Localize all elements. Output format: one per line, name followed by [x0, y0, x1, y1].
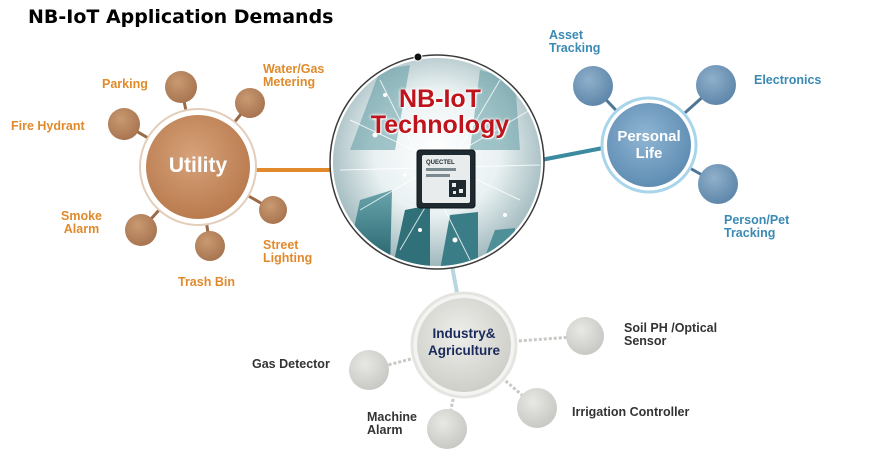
- label-smoke-line2: Alarm: [63, 222, 100, 236]
- center-title-line2: Technology: [370, 111, 510, 139]
- label-gas-detector: Gas Detector: [252, 357, 330, 371]
- trash-bin-node: [195, 231, 225, 261]
- personal-connector: [540, 146, 604, 162]
- label-parking: Parking: [102, 77, 148, 91]
- label-trash-bin: Trash Bin: [178, 275, 235, 289]
- gas-detector-node: [349, 350, 389, 390]
- label-machine-line2: Alarm: [367, 423, 403, 437]
- utility-hub: [146, 115, 250, 219]
- label-smoke-line1: Smoke: [61, 209, 102, 223]
- center-marker-dot: [413, 52, 423, 62]
- label-soil-line1: Soil PH /Optical: [624, 321, 718, 335]
- street-lighting-node: [259, 196, 287, 224]
- label-irrigation-controller: Irrigation Controller: [572, 405, 690, 419]
- utility-hub-label: Utility: [168, 154, 228, 177]
- label-smoke-alarm: Smoke Alarm: [61, 210, 102, 236]
- label-water-gas-metering: Water/Gas Metering: [263, 63, 324, 89]
- label-person-pet-line1: Person/Pet: [724, 213, 790, 227]
- center-title: NB-IoT Technology: [340, 86, 540, 138]
- label-street-line1: Street: [263, 238, 299, 252]
- fire-hydrant-node: [108, 108, 140, 140]
- irrigation-controller-node: [517, 388, 557, 428]
- personal-hub-label: Personal Life: [604, 128, 694, 162]
- label-machine-alarm: Machine Alarm: [367, 411, 417, 437]
- label-machine-line1: Machine: [367, 410, 418, 424]
- industry-hub-label: Industry& Agriculture: [414, 325, 514, 359]
- electronics-node: [696, 65, 736, 105]
- label-street-line2: Lighting: [263, 251, 313, 265]
- label-water-gas-line1: Water/Gas: [263, 62, 325, 76]
- machine-alarm-node: [427, 409, 467, 449]
- personal-hub: [607, 103, 691, 187]
- industry-hub: [417, 298, 511, 392]
- soil-ph-sensor-node: [566, 317, 604, 355]
- center-circle: QUECTEL: [329, 52, 545, 270]
- asset-tracking-node: [573, 66, 613, 106]
- industry-hub-label-line1: Industry&: [432, 326, 496, 341]
- chip-brand: QUECTEL: [426, 160, 455, 166]
- label-water-gas-line2: Metering: [263, 75, 316, 89]
- label-asset-tracking: Asset Tracking: [549, 29, 600, 55]
- label-person-pet-line2: Tracking: [724, 226, 776, 240]
- center-title-line1: NB-IoT: [399, 85, 481, 113]
- smoke-alarm-node: [125, 214, 157, 246]
- personal-hub-label-line2: Life: [635, 145, 663, 162]
- label-street-lighting: Street Lighting: [263, 239, 312, 265]
- label-asset-line1: Asset: [549, 28, 584, 42]
- qr-code: [449, 180, 466, 197]
- parking-node: [165, 71, 197, 103]
- label-soil-ph-sensor: Soil PH /Optical Sensor: [624, 322, 717, 348]
- person-pet-tracking-node: [698, 164, 738, 204]
- label-person-pet-tracking: Person/Pet Tracking: [724, 214, 789, 240]
- label-soil-line2: Sensor: [624, 334, 667, 348]
- personal-hub-label-line1: Personal: [617, 128, 681, 145]
- label-fire-hydrant: Fire Hydrant: [11, 119, 85, 133]
- industry-hub-label-line2: Agriculture: [427, 343, 500, 358]
- water-gas-metering-node: [235, 88, 265, 118]
- label-electronics: Electronics: [754, 73, 822, 87]
- label-asset-line2: Tracking: [549, 41, 601, 55]
- page-title: NB-IoT Application Demands: [28, 6, 334, 28]
